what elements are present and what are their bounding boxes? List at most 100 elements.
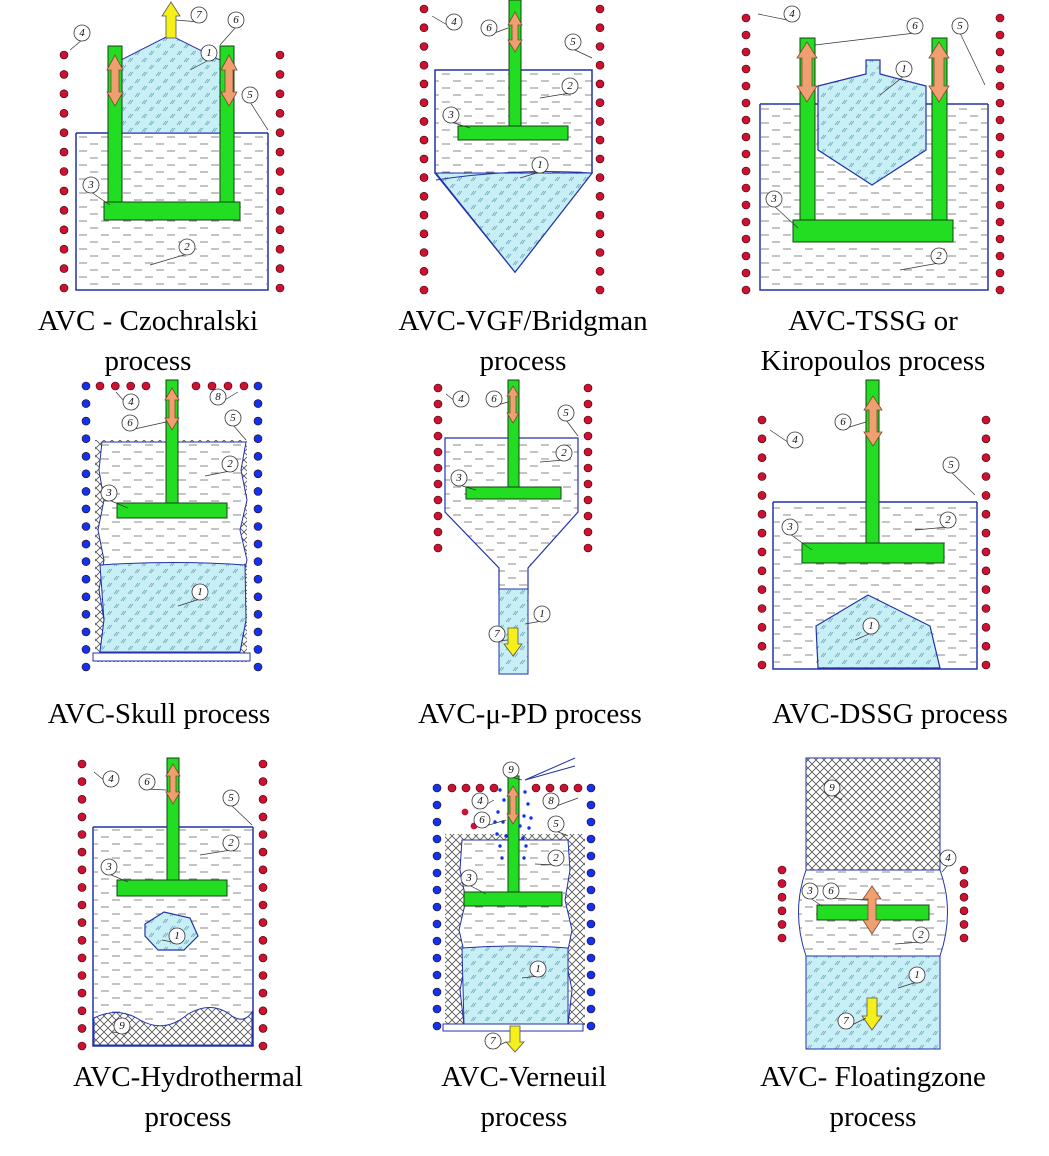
callout: 5: [564, 33, 593, 59]
panel-floatingzone: 9 4 3 6 2 1 7: [777, 757, 969, 1050]
powder-particle: [527, 826, 531, 830]
callout: 3: [781, 518, 813, 551]
panel-skull: 4 6 8 5 2 3 1: [81, 379, 263, 672]
heater-coil-turn: [433, 463, 443, 473]
heater-coil-turn: [583, 383, 593, 393]
heater-coil-turn: [258, 812, 268, 822]
heater-coil-turn: [981, 415, 991, 425]
callout-number: 1: [914, 969, 920, 981]
heater-coil-turn: [258, 794, 268, 804]
callout-number: 6: [479, 814, 485, 826]
powder-particle: [504, 834, 508, 838]
heater-coil-turn: [586, 817, 596, 827]
callout-number: 2: [561, 447, 567, 459]
heater-coil-turn: [559, 783, 569, 793]
heater-coil-turn: [595, 98, 605, 107]
callout: 7: [484, 1032, 507, 1050]
heater-coil-turn: [995, 30, 1005, 40]
heater-coil-turn: [77, 794, 87, 804]
heater-coil-turn: [432, 783, 442, 793]
callout: 3: [450, 469, 477, 491]
callout-number: 5: [247, 89, 253, 101]
heater-coil-turn: [595, 210, 605, 220]
heater-coil-right: [995, 13, 1005, 295]
heater-coil-turn: [419, 173, 429, 182]
heater-coil-turn: [586, 783, 596, 793]
heater-coil-turn: [77, 883, 87, 892]
heater-coil-turn: [59, 244, 69, 254]
callout: 7: [488, 625, 509, 643]
seed-holder: [116, 879, 228, 897]
heater-coil-turn: [419, 98, 429, 107]
callout: 5: [222, 789, 253, 826]
heater-coil-turn: [741, 98, 751, 108]
heater-coil-turn: [545, 783, 555, 793]
caption-line: process: [104, 345, 192, 377]
heater-coil-turn: [253, 592, 263, 602]
heater-coil-turn: [583, 399, 593, 409]
crystal: [461, 945, 569, 1026]
heater-coil-turn: [275, 50, 285, 60]
heater-coil-turn: [741, 115, 751, 125]
heater-coil-turn: [432, 851, 442, 861]
caption-dssg: AVC-DSSG process: [742, 694, 1038, 734]
seed-holder: [103, 201, 241, 221]
heater-coil-turn: [583, 431, 593, 441]
heater-coil-turn: [586, 800, 596, 810]
callout-number: 2: [567, 80, 573, 92]
caption-verneuil: AVC-Verneuil process: [408, 1057, 640, 1137]
heater-coil-turn: [81, 592, 91, 602]
heater-coil-turn: [995, 47, 1005, 57]
callout-number: 6: [828, 885, 834, 897]
callout: 6: [822, 882, 869, 901]
heater-coil-turn: [995, 64, 1005, 74]
callout: 1: [177, 583, 209, 607]
callout: 4: [69, 24, 91, 51]
powder-particle: [526, 802, 530, 806]
heater-coil-turn: [432, 834, 442, 844]
heater-coil-turn: [757, 509, 767, 519]
heater-coil-turn: [995, 132, 1005, 142]
seed-holder: [116, 502, 228, 519]
callout-number: 2: [918, 929, 924, 941]
seed-holder: [463, 891, 563, 907]
heater-coil-turn: [275, 109, 285, 118]
heater-coil-turn: [433, 511, 443, 521]
caption-line: process: [829, 1101, 917, 1133]
heater-coil-turn: [432, 868, 442, 878]
callout: 2: [199, 834, 240, 856]
heater-coil-turn: [419, 60, 429, 70]
heater-coil-turn: [595, 42, 605, 51]
heater-coil-turn: [583, 463, 593, 473]
heater-coil-turn: [275, 225, 285, 235]
heater-coil-turn: [995, 81, 1005, 91]
powder-particle: [524, 844, 528, 848]
heater-coil-turn: [432, 800, 442, 810]
pull-arrow-icon: [161, 1, 181, 39]
heater-coil-turn: [275, 186, 285, 196]
callout-number: 2: [945, 514, 951, 526]
heater-coil-turn: [433, 543, 443, 553]
heater-coil-turn: [77, 777, 87, 786]
heater-coil-turn: [447, 783, 457, 793]
heater-coil-turn: [81, 451, 91, 461]
heater-coil-turn: [253, 504, 263, 514]
heater-coil-turn: [253, 574, 263, 584]
callout-number: 7: [494, 628, 500, 640]
move-arrow-icon: [164, 387, 180, 431]
callout: 6: [480, 19, 509, 37]
caption-tssg: AVC-TSSG or Kiropoulos process: [730, 301, 1016, 381]
seed-holder: [792, 219, 954, 243]
heater-coil-turn: [59, 70, 69, 79]
heater-coil-turn: [741, 217, 751, 227]
heater-coil-turn: [81, 434, 91, 444]
move-arrow-icon: [928, 41, 950, 103]
callout: 5: [241, 86, 269, 131]
heater-coil-turn: [757, 660, 767, 670]
heater-coil-turn: [595, 4, 605, 14]
heater-coil-turn: [757, 604, 767, 613]
heater-coil-turn: [191, 381, 201, 391]
callout-number: 5: [957, 20, 963, 32]
heater-coil-turn: [432, 987, 442, 997]
callout-number: 3: [770, 193, 777, 205]
